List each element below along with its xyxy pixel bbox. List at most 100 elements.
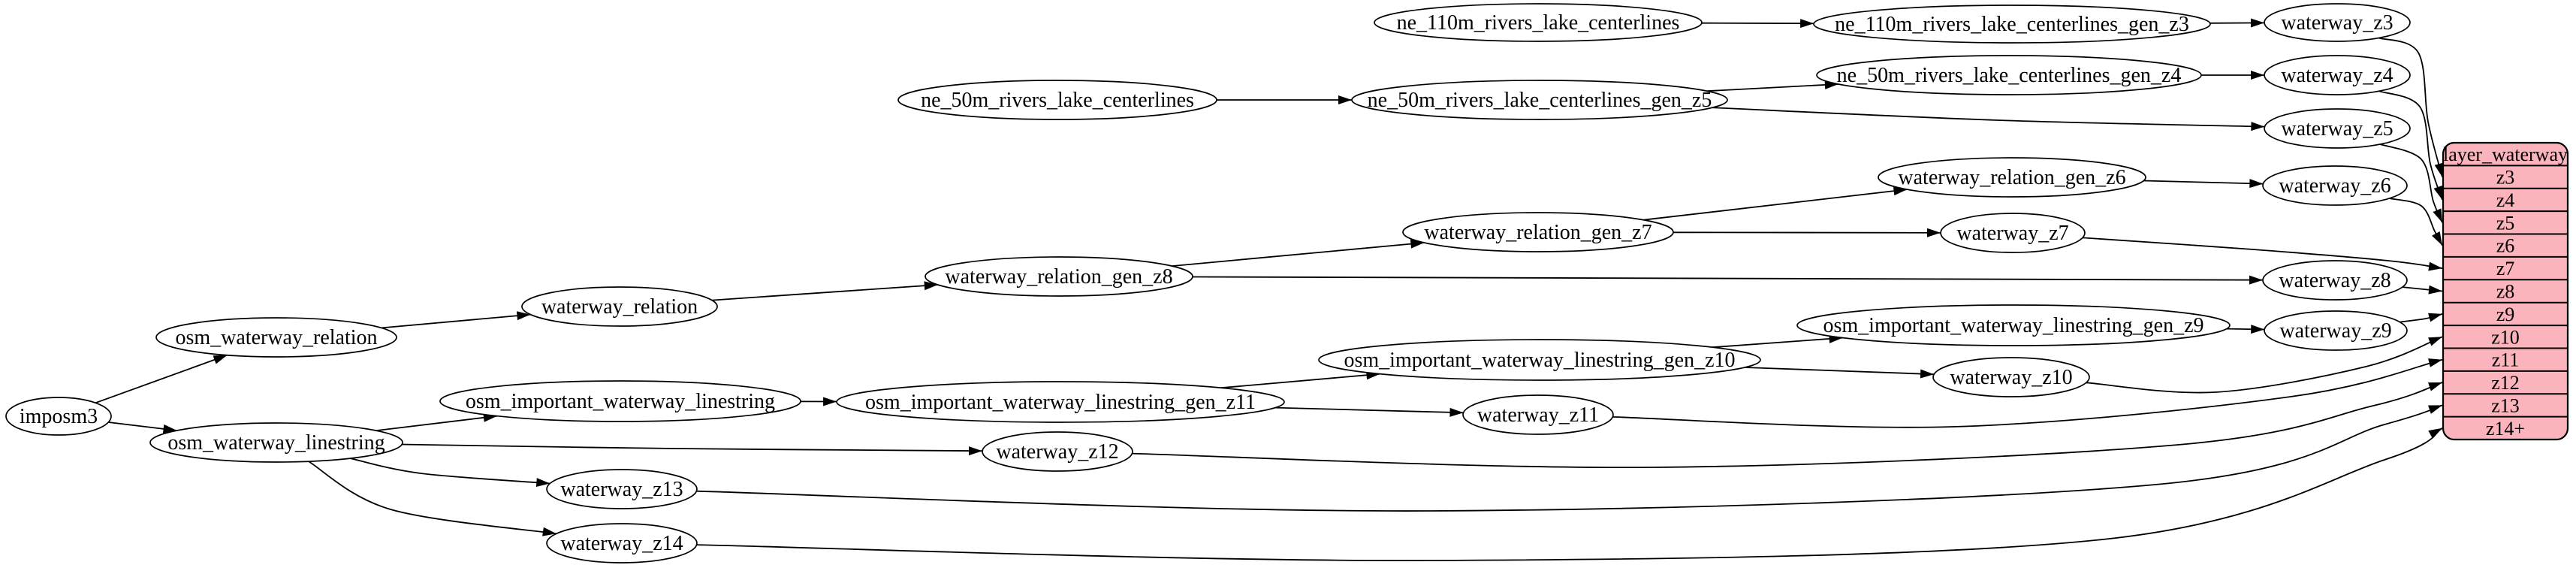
- edge-osm_waterway_linestring-to-waterway_z12: [402, 443, 983, 456]
- table-layer_waterway: layer_waterwayz3z4z5z6z7z8z9z10z11z12z13…: [2442, 141, 2569, 441]
- node-ellipse-osm_important_waterway_linestring_gen_z9: [1796, 304, 2231, 346]
- node-waterway_z9: waterway_z9: [2264, 310, 2408, 351]
- edge-ne_50m_rivers_lake_centerlines_gen_z5-to-ne_50m_rivers_lake_centerlines_gen_z4: [1706, 80, 1838, 92]
- node-ellipse-osm_waterway_linestring: [149, 422, 403, 463]
- node-label-waterway_z8: waterway_z8: [2279, 269, 2390, 292]
- node-osm_important_waterway_linestring_gen_z10: osm_important_waterway_linestring_gen_z1…: [1318, 339, 1761, 381]
- node-label-ne_110m_rivers_lake_centerlines: ne_110m_rivers_lake_centerlines: [1397, 11, 1680, 35]
- edge-waterway_z9-to-layer_waterway-z9: [2400, 313, 2443, 323]
- node-label-imposm3: imposm3: [20, 405, 98, 428]
- edge-osm_important_waterway_linestring_gen_z10-to-waterway_z10: [1745, 367, 1935, 379]
- table-row-label-z7: z7: [2496, 258, 2515, 279]
- edge-waterway_z10-to-layer_waterway-z10: [2086, 336, 2443, 394]
- node-label-osm_important_waterway_linestring_gen_z10: osm_important_waterway_linestring_gen_z1…: [1344, 349, 1736, 372]
- edge-waterway_relation_gen_z7-to-waterway_relation_gen_z6: [1643, 186, 1908, 221]
- node-waterway_z5: waterway_z5: [2264, 108, 2411, 149]
- node-ellipse-ne_50m_rivers_lake_centerlines: [897, 80, 1217, 120]
- node-label-waterway_relation: waterway_relation: [541, 295, 698, 319]
- node-ellipse-ne_110m_rivers_lake_centerlines: [1374, 3, 1703, 42]
- table-row-label-z11: z11: [2492, 349, 2520, 371]
- edge-waterway_relation_gen_z6-to-waterway_z6: [2143, 179, 2264, 189]
- edge-waterway_relation_gen_z8-to-waterway_z8: [1192, 275, 2264, 285]
- edge-waterway_relation_gen_z7-to-waterway_z7: [1673, 228, 1941, 237]
- node-ellipse-waterway_z12: [982, 431, 1133, 472]
- node-label-ne_50m_rivers_lake_centerlines: ne_50m_rivers_lake_centerlines: [921, 89, 1194, 112]
- node-label-waterway_z12: waterway_z12: [996, 440, 1118, 464]
- node-ellipse-waterway_z14: [546, 523, 698, 563]
- edge-waterway_z4-to-layer_waterway-z4: [2378, 90, 2443, 201]
- node-waterway_z10: waterway_z10: [1932, 357, 2090, 397]
- node-ellipse-osm_important_waterway_linestring_gen_z11: [836, 381, 1285, 423]
- node-ellipse-waterway_z13: [546, 469, 698, 509]
- edge-osm_important_waterway_linestring_gen_z10-to-osm_important_waterway_linestring_gen_z9: [1712, 334, 1843, 349]
- table-row-label-z6: z6: [2496, 235, 2515, 257]
- edge-waterway_z7-to-layer_waterway-z7: [2082, 237, 2443, 271]
- node-ellipse-waterway_relation_gen_z8: [925, 256, 1193, 297]
- node-ne_50m_rivers_lake_centerlines_gen_z5: ne_50m_rivers_lake_centerlines_gen_z5: [1351, 80, 1728, 120]
- node-label-waterway_z9: waterway_z9: [2279, 319, 2391, 343]
- node-ellipse-ne_110m_rivers_lake_centerlines_gen_z3: [1813, 5, 2211, 44]
- node-imposm3: imposm3: [5, 397, 112, 436]
- node-label-ne_50m_rivers_lake_centerlines_gen_z4: ne_50m_rivers_lake_centerlines_gen_z4: [1837, 64, 2182, 87]
- node-label-waterway_z4: waterway_z4: [2281, 64, 2393, 87]
- edge-osm_waterway_linestring-to-waterway_z14: [308, 461, 557, 536]
- table-row-label-z12: z12: [2491, 372, 2520, 394]
- node-ellipse-osm_important_waterway_linestring_gen_z10: [1318, 339, 1761, 381]
- node-label-waterway_z14: waterway_z14: [560, 532, 683, 555]
- node-waterway_z14: waterway_z14: [546, 523, 698, 563]
- node-waterway_z11: waterway_z11: [1462, 394, 1614, 435]
- node-ellipse-imposm3: [5, 397, 112, 436]
- edge-waterway_z6-to-layer_waterway-z6: [2389, 198, 2443, 246]
- edge-imposm3-to-osm_waterway_relation: [95, 354, 228, 404]
- node-ellipse-waterway_z9: [2264, 310, 2408, 351]
- node-ellipse-waterway_z10: [1932, 357, 2090, 397]
- node-label-osm_important_waterway_linestring_gen_z11: osm_important_waterway_linestring_gen_z1…: [865, 391, 1256, 414]
- node-ellipse-osm_waterway_relation: [155, 317, 397, 358]
- edge-waterway_z5-to-layer_waterway-z5: [2379, 144, 2443, 223]
- node-label-osm_waterway_linestring: osm_waterway_linestring: [167, 431, 385, 455]
- node-ellipse-waterway_z4: [2264, 55, 2411, 95]
- node-label-osm_important_waterway_linestring_gen_z9: osm_important_waterway_linestring_gen_z9: [1823, 314, 2204, 337]
- node-waterway_z12: waterway_z12: [982, 431, 1133, 472]
- node-waterway_z8: waterway_z8: [2262, 260, 2408, 301]
- node-label-waterway_z11: waterway_z11: [1477, 403, 1599, 427]
- node-ellipse-waterway_z5: [2264, 108, 2411, 149]
- node-ne_50m_rivers_lake_centerlines_gen_z4: ne_50m_rivers_lake_centerlines_gen_z4: [1816, 55, 2202, 95]
- edge-osm_waterway_linestring-to-waterway_z13: [350, 458, 550, 488]
- node-waterway_z3: waterway_z3: [2264, 3, 2411, 42]
- table-row-label-z10: z10: [2491, 326, 2520, 348]
- node-osm_waterway_relation: osm_waterway_relation: [155, 317, 397, 358]
- node-ellipse-waterway_relation_gen_z6: [1878, 157, 2146, 198]
- node-label-waterway_z5: waterway_z5: [2281, 117, 2393, 140]
- node-waterway_relation: waterway_relation: [521, 286, 718, 327]
- node-label-waterway_z13: waterway_z13: [560, 478, 683, 501]
- node-label-waterway_relation_gen_z6: waterway_relation_gen_z6: [1898, 166, 2125, 189]
- node-ellipse-ne_50m_rivers_lake_centerlines_gen_z5: [1351, 80, 1728, 120]
- table-frame: [2442, 141, 2569, 441]
- edge-waterway_relation-to-waterway_relation_gen_z8: [711, 281, 938, 301]
- node-ellipse-waterway_z7: [1940, 213, 2086, 253]
- edge-osm_important_waterway_linestring_gen_z9-to-waterway_z9: [2226, 325, 2265, 334]
- table-row-label-z5: z5: [2496, 212, 2515, 234]
- node-waterway_relation_gen_z6: waterway_relation_gen_z6: [1878, 157, 2146, 198]
- node-label-ne_50m_rivers_lake_centerlines_gen_z5: ne_50m_rivers_lake_centerlines_gen_z5: [1368, 89, 1712, 112]
- node-ellipse-waterway_z6: [2262, 165, 2408, 206]
- table-row-label-z14+: z14+: [2486, 418, 2525, 440]
- node-label-waterway_z7: waterway_z7: [1956, 222, 2068, 245]
- node-waterway_z13: waterway_z13: [546, 469, 698, 509]
- node-ne_110m_rivers_lake_centerlines: ne_110m_rivers_lake_centerlines: [1374, 3, 1703, 42]
- node-osm_important_waterway_linestring_gen_z11: osm_important_waterway_linestring_gen_z1…: [836, 381, 1285, 423]
- edge-osm_important_waterway_linestring_gen_z11-to-waterway_z11: [1274, 406, 1464, 417]
- node-osm_waterway_linestring: osm_waterway_linestring: [149, 422, 403, 463]
- node-waterway_relation_gen_z7: waterway_relation_gen_z7: [1402, 212, 1674, 252]
- table-row-label-z8: z8: [2496, 281, 2515, 303]
- node-label-ne_110m_rivers_lake_centerlines_gen_z3: ne_110m_rivers_lake_centerlines_gen_z3: [1835, 13, 2189, 36]
- node-waterway_z4: waterway_z4: [2264, 55, 2411, 95]
- table-title: layer_waterway: [2443, 144, 2568, 165]
- edge-ne_50m_rivers_lake_centerlines_gen_z5-to-waterway_z5: [1712, 107, 2265, 131]
- edge-waterway_z13-to-layer_waterway-z13: [696, 404, 2443, 512]
- node-label-osm_important_waterway_linestring: osm_important_waterway_linestring: [466, 390, 775, 413]
- edge-osm_waterway_linestring-to-osm_important_waterway_linestring: [376, 412, 498, 431]
